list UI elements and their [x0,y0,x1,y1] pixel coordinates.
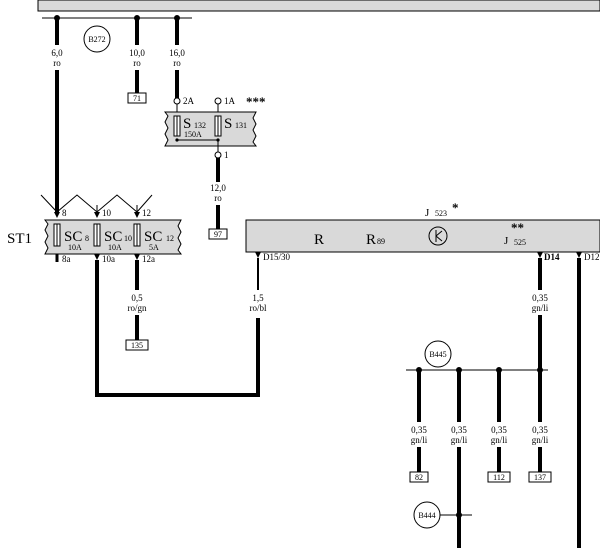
pin-1-terminal [214,151,222,159]
ref-137: 137 [534,473,546,482]
ref-71: 71 [133,94,141,103]
pin-d15-30: D15/30 [263,252,291,262]
wire-d15-30-color: ro/bl [250,303,267,313]
fuse-s132-rating: 150A [184,130,202,139]
ref-box-82 [409,471,429,483]
transistor-icon [428,226,448,246]
j523-name: J [425,207,430,219]
s-box-stars: *** [246,94,266,109]
fuse-sc8-number: 8 [85,234,89,243]
wire-6-0-size: 6,0 [51,48,63,58]
junction-dot [456,512,462,518]
fuse-sc10-rating: 10A [108,243,122,252]
pin-2a-terminal [173,97,181,105]
wire-to-b444-size: 0,35 [451,425,467,435]
st1-pin-8: 8 [62,208,67,218]
st1-pin-12: 12 [142,208,151,218]
wire-to-82-color: gn/li [411,435,428,445]
fuse-sc8-rating: 10A [68,243,82,252]
ref-box-135 [125,339,149,351]
j525-stars: ** [511,220,524,235]
module-r89-number: 89 [377,237,385,246]
connector-b444 [413,501,441,529]
fuse-s132-number: 132 [194,121,206,130]
wire-d14-size: 0,35 [532,293,548,303]
fuse-sc8-name: SC [64,229,82,245]
connector-b272 [83,25,111,53]
ref-97: 97 [214,230,222,239]
module-r89-name: R [366,232,376,248]
wire-to-137-color: gn/li [532,435,549,445]
ref-box-97 [208,228,228,240]
ref-82: 82 [415,473,423,482]
st1-pin-10: 10 [102,208,112,218]
ref-112: 112 [493,473,505,482]
j523-number: 523 [435,209,447,218]
st1-pin10-arrow [94,212,100,218]
pin-d14: D14 [544,252,560,262]
wire-10-0-color: ro [133,58,141,68]
st1-pin12a-arrow [134,254,140,260]
wire-to-112-color: gn/li [491,435,508,445]
ref-135: 135 [131,341,143,350]
j525-number: 525 [514,238,526,247]
wire-16-0-color: ro [173,58,181,68]
control-module [245,219,600,253]
pin-d12: D12 [584,252,600,262]
fuse-sc12-number: 12 [166,234,174,243]
pin-1a: 1A [224,96,236,106]
fuse-s131-number: 131 [235,121,247,130]
fuse-sc12-rating: 5A [149,243,159,252]
pin-d15-30-arrow [255,252,261,258]
fuse-sc10-number: 10 [124,234,132,243]
pin-d12-arrow [576,252,582,258]
fuse-box-st1 [44,219,182,255]
connector-b444-label: B444 [418,511,435,520]
connector-b272-label: B272 [88,35,105,44]
st1-pin-8a: 8a [62,254,71,264]
fuse-s131-name: S [224,116,232,132]
ref-box-112 [487,471,511,483]
st1-label: ST1 [7,231,32,247]
connector-b445-label: B445 [429,350,446,359]
wire-12a-size: 0,5 [131,293,143,303]
top-bus-bar [37,0,600,12]
st1-pin10a-arrow [94,254,100,260]
wire-6-0-color: ro [53,58,61,68]
junction-dot [175,138,179,142]
ref-box-137 [528,471,552,483]
st1-pin-10a: 10a [102,254,115,264]
fuse-sc10-name: SC [104,229,122,245]
wire-12-0-size: 12,0 [210,183,226,193]
module-r: R [314,232,324,248]
fuse-box-s [164,111,257,147]
transistor-icon [435,230,443,242]
wire-10a-to-d15-30 [95,260,260,397]
wire-to-112-size: 0,35 [491,425,507,435]
wire-10-0-size: 10,0 [129,48,145,58]
wire-12a-color: ro/gn [128,303,147,313]
fuse-sc12-name: SC [144,229,162,245]
wire-to-b444-color: gn/li [451,435,468,445]
wire-to-82-size: 0,35 [411,425,427,435]
pin-1: 1 [224,150,229,160]
st1-pin8-arrow [54,212,60,218]
pin-2a: 2A [183,96,195,106]
fuse-s132-name: S [183,116,191,132]
pin-1a-terminal [214,97,222,105]
wire-16-0-size: 16,0 [169,48,185,58]
j523-stars: * [452,200,459,215]
st1-pin12-arrow [134,212,140,218]
wire-d15-30-size: 1,5 [252,293,264,303]
pin-d14-arrow [537,252,543,258]
st1-pin-12a: 12a [142,254,155,264]
j525-name: J [504,235,509,247]
wire-to-137-size: 0,35 [532,425,548,435]
connector-b445 [424,340,452,368]
ref-box-71 [127,92,147,104]
wire-d14-color: gn/li [532,303,549,313]
wire-12-0-color: ro [214,193,222,203]
